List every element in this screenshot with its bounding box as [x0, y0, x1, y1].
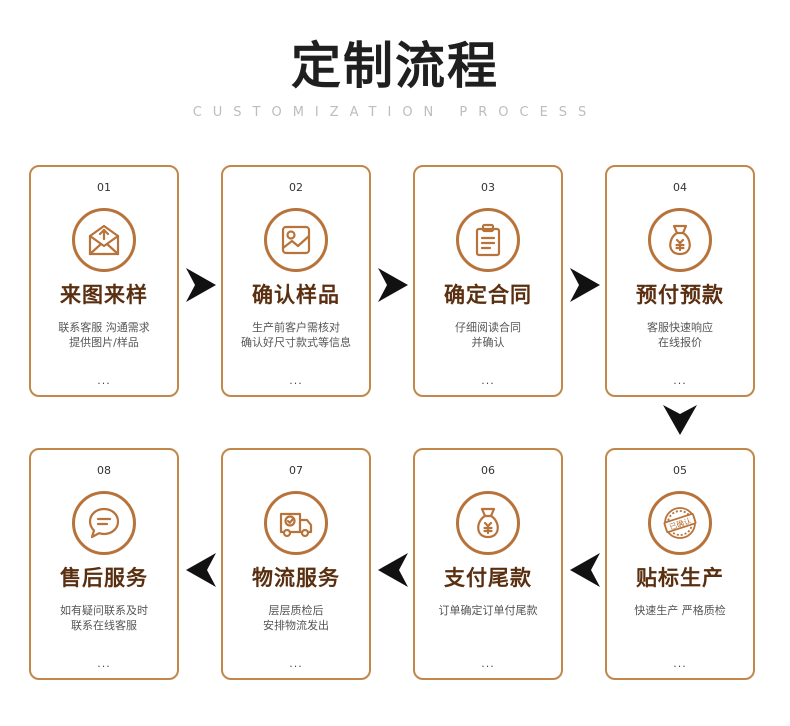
step-card-01: 01 来图来样 联系客服 沟通需求 提供图片/样品 ...	[29, 165, 179, 397]
desc-line: 安排物流发出	[263, 619, 329, 632]
step-number: 05	[673, 464, 687, 477]
step-number: 06	[481, 464, 495, 477]
ellipsis: ...	[673, 657, 687, 670]
page-subtitle: CUSTOMIZATION PROCESS	[192, 105, 598, 120]
stamp-icon: 已确认	[648, 491, 712, 555]
step-description: 订单确定订单付尾款	[421, 603, 555, 618]
step-description: 层层质检后 安排物流发出	[229, 603, 363, 633]
step-title: 物流服务	[252, 566, 340, 590]
step-description: 生产前客户需核对 确认好尺寸款式等信息	[229, 320, 363, 350]
desc-line: 客服快速响应	[647, 321, 713, 334]
desc-line: 生产前客户需核对	[252, 321, 340, 334]
step-card-08: 08 售后服务 如有疑问联系及时 联系在线客服 ...	[29, 448, 179, 680]
arrow-left-icon	[570, 553, 600, 587]
step-title: 贴标生产	[636, 566, 724, 590]
arrow-right-icon	[186, 268, 216, 302]
step-number: 04	[673, 181, 687, 194]
desc-line: 快速生产 严格质检	[634, 604, 726, 617]
desc-line: 仔细阅读合同	[455, 321, 521, 334]
step-title: 来图来样	[60, 283, 148, 307]
ellipsis: ...	[673, 374, 687, 387]
step-number: 01	[97, 181, 111, 194]
ellipsis: ...	[481, 657, 495, 670]
desc-line: 在线报价	[658, 336, 702, 349]
ellipsis: ...	[97, 374, 111, 387]
arrow-left-icon	[186, 553, 216, 587]
ellipsis: ...	[289, 374, 303, 387]
desc-line: 确认好尺寸款式等信息	[241, 336, 351, 349]
step-card-05: 05 已确认 贴标生产 快速生产 严格质检 ...	[605, 448, 755, 680]
arrow-right-icon	[378, 268, 408, 302]
ellipsis: ...	[289, 657, 303, 670]
step-description: 联系客服 沟通需求 提供图片/样品	[37, 320, 171, 350]
desc-line: 层层质检后	[268, 604, 324, 617]
clipboard-icon	[456, 208, 520, 272]
ellipsis: ...	[97, 657, 111, 670]
step-description: 客服快速响应 在线报价	[613, 320, 747, 350]
arrow-down-icon	[663, 405, 697, 435]
money-bag-icon	[456, 491, 520, 555]
step-card-06: 06 支付尾款 订单确定订单付尾款 ...	[413, 448, 563, 680]
step-number: 07	[289, 464, 303, 477]
mail-icon	[72, 208, 136, 272]
step-number: 03	[481, 181, 495, 194]
desc-line: 订单确定订单付尾款	[438, 604, 538, 617]
desc-line: 提供图片/样品	[69, 336, 139, 349]
step-card-02: 02 确认样品 生产前客户需核对 确认好尺寸款式等信息 ...	[221, 165, 371, 397]
step-title: 支付尾款	[444, 566, 532, 590]
step-card-03: 03 确定合同 仔细阅读合同 并确认 ...	[413, 165, 563, 397]
step-number: 08	[97, 464, 111, 477]
step-title: 售后服务	[60, 566, 148, 590]
page-title: 定制流程	[291, 37, 499, 95]
step-description: 仔细阅读合同 并确认	[421, 320, 555, 350]
ellipsis: ...	[481, 374, 495, 387]
desc-line: 并确认	[471, 336, 505, 349]
chat-bubble-icon	[72, 491, 136, 555]
step-card-07: 07 物流服务 层层质检后 安排物流发出 ...	[221, 448, 371, 680]
step-number: 02	[289, 181, 303, 194]
arrow-left-icon	[378, 553, 408, 587]
step-title: 预付预款	[636, 283, 724, 307]
step-description: 如有疑问联系及时 联系在线客服	[37, 603, 171, 633]
image-icon	[264, 208, 328, 272]
money-bag-icon	[648, 208, 712, 272]
desc-line: 联系客服 沟通需求	[58, 321, 150, 334]
step-card-04: 04 预付预款 客服快速响应 在线报价 ...	[605, 165, 755, 397]
arrow-right-icon	[570, 268, 600, 302]
step-description: 快速生产 严格质检	[613, 603, 747, 618]
truck-icon	[264, 491, 328, 555]
desc-line: 联系在线客服	[71, 619, 137, 632]
step-title: 确定合同	[444, 283, 532, 307]
desc-line: 如有疑问联系及时	[60, 604, 148, 617]
step-title: 确认样品	[252, 283, 340, 307]
